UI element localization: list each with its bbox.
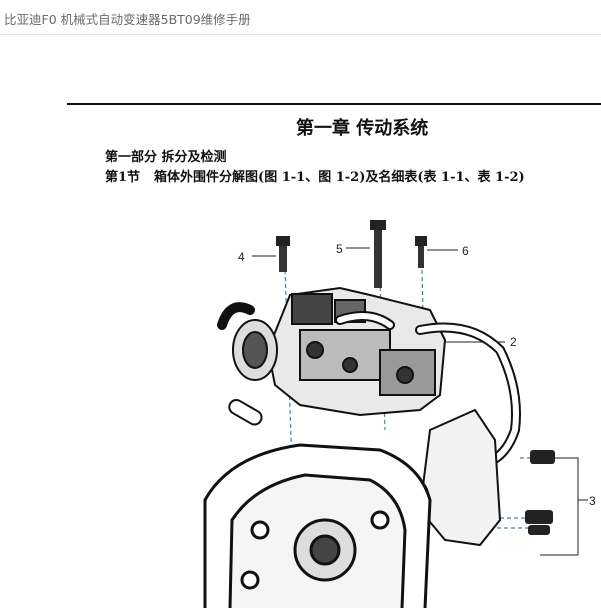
bolt-4 xyxy=(276,236,290,272)
section-title: 箱体外围件分解图(图 1-1、图 1-2)及名细表(表 1-1、表 1-2) xyxy=(154,170,525,185)
callout-4: 4 xyxy=(238,250,245,264)
section-number: 第1节 xyxy=(105,170,141,185)
callout-2: 2 xyxy=(510,335,517,349)
chapter-title: 第一章 传动系统 xyxy=(296,118,429,139)
actuator-assembly xyxy=(266,286,447,417)
clip-parts xyxy=(525,450,555,535)
document-title: 比亚迪F0 机械式自动变速器5BT09维修手册 xyxy=(4,12,251,27)
part-title: 第一部分 拆分及检测 xyxy=(105,150,227,165)
callout-3: 3 xyxy=(589,494,596,508)
chapter-rule xyxy=(67,103,601,105)
bolt-6 xyxy=(415,236,427,268)
document-header-bar: 比亚迪F0 机械式自动变速器5BT09维修手册 xyxy=(0,0,601,35)
pump-motor xyxy=(228,319,278,426)
bolt-5 xyxy=(370,220,386,288)
callout-5: 5 xyxy=(336,242,343,256)
callout-6: 6 xyxy=(462,244,469,258)
section-heading: 第1节箱体外围件分解图(图 1-1、图 1-2)及名细表(表 1-1、表 1-2… xyxy=(105,166,525,185)
gearbox-housing xyxy=(203,443,432,608)
exploded-view-diagram: 4 5 6 2 3 xyxy=(203,220,596,608)
